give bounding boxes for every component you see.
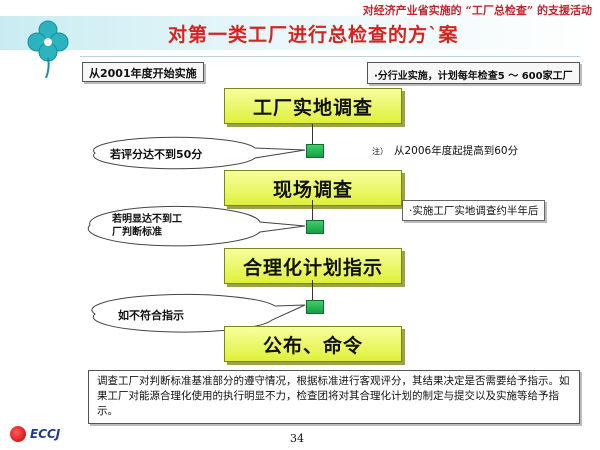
note-score-raised-text: 从2006年度起提高到60分 bbox=[394, 145, 519, 157]
note-half-year-later: ·实施工厂实地调查约半年后 bbox=[402, 200, 546, 221]
description-box: 调查工厂对判断标准基准部分的遵守情况，根据标准进行客观评分，其结果决定是否需要给… bbox=[88, 370, 580, 424]
connector-3 bbox=[312, 280, 313, 300]
step-onsite-inspection: 现场调查 bbox=[224, 170, 402, 206]
start-year-label: 从2001年度开始实施 bbox=[82, 62, 204, 82]
page-number: 34 bbox=[290, 432, 304, 445]
step-rationalization-instruction: 合理化计划指示 bbox=[224, 248, 402, 284]
connector-2 bbox=[312, 200, 313, 220]
flow-arrow-1-icon bbox=[306, 144, 324, 158]
callout-non-compliance: 如不符合指示 bbox=[118, 309, 184, 322]
page-title: 对第一类工厂进行总检查的方`案 bbox=[168, 24, 459, 46]
callout-below-standard-line2: 厂判断标准 bbox=[112, 227, 162, 238]
eccj-logo: ECCJ bbox=[10, 426, 60, 442]
clover-logo-icon bbox=[27, 20, 69, 79]
note-prefix: 注） bbox=[372, 147, 388, 156]
eccj-logo-icon bbox=[10, 426, 26, 442]
step-factory-survey: 工厂实地调查 bbox=[224, 88, 402, 124]
header-divider bbox=[80, 56, 580, 57]
callout-1-shape bbox=[93, 136, 306, 170]
callout-below-standard-line1: 若明显达不到工 bbox=[112, 214, 182, 225]
callout-3-shape bbox=[91, 293, 306, 333]
flow-arrow-2-icon bbox=[306, 220, 324, 234]
step-publication-order: 公布、命令 bbox=[224, 326, 402, 362]
callout-2-shape bbox=[87, 205, 306, 247]
callout-score-below-50: 若评分达不到50分 bbox=[110, 148, 203, 161]
title-band bbox=[0, 16, 600, 50]
header-subtitle: 对经济产业省实施的 “工厂总检查” 的支援活动 bbox=[362, 4, 592, 17]
industry-note-label: ·分行业实施，计划每年检查5 ～ 600家工厂 bbox=[367, 62, 580, 84]
flow-arrow-3-icon bbox=[306, 300, 324, 314]
eccj-logo-text: ECCJ bbox=[30, 427, 61, 441]
callout-below-standard: 若明显达不到工 厂判断标准 bbox=[112, 213, 182, 239]
note-score-raised: 注） 从2006年度起提高到60分 bbox=[372, 143, 518, 158]
connector-1 bbox=[312, 124, 313, 144]
